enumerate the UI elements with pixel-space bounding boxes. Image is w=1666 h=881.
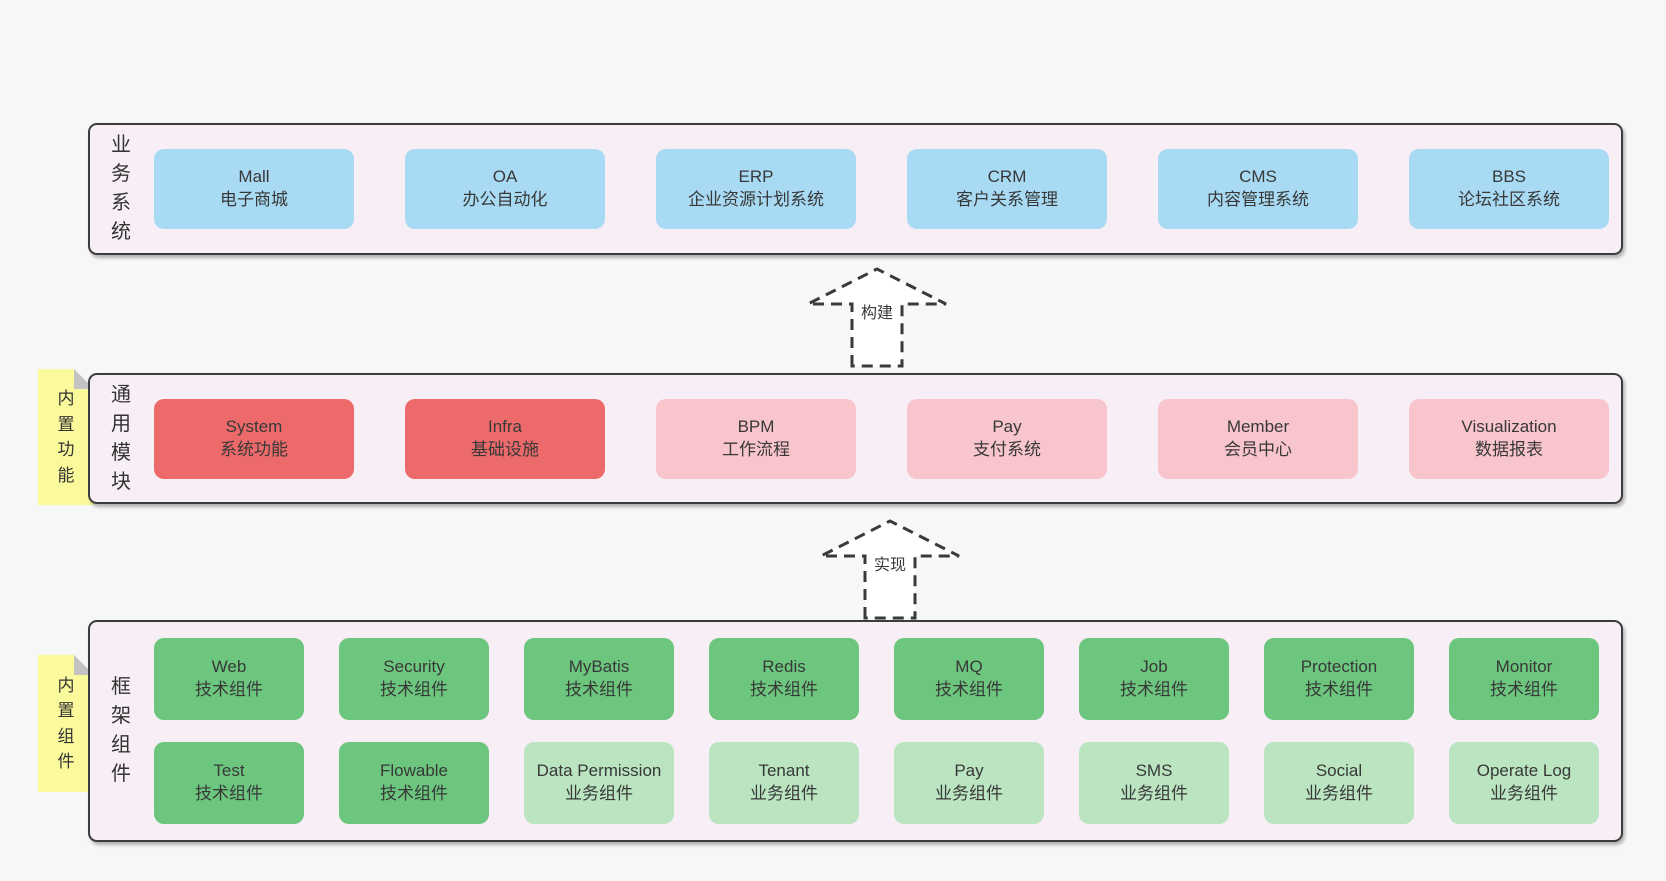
- box-title: Flowable: [379, 761, 449, 781]
- box-title: OA: [492, 167, 518, 187]
- box-infra: Infra 基础设施: [405, 398, 605, 479]
- box-subtitle: 技术组件: [750, 680, 818, 699]
- box-subtitle: 论坛社区系统: [1458, 190, 1560, 209]
- box-subtitle: 技术组件: [380, 680, 448, 699]
- box-sms: SMS 业务组件: [1079, 742, 1229, 824]
- box-subtitle: 内容管理系统: [1207, 190, 1309, 209]
- box-subtitle: 业务组件: [1490, 784, 1558, 803]
- box-pay: Pay 支付系统: [907, 398, 1107, 479]
- box-system: System 系统功能: [154, 398, 354, 479]
- box-mall: Mall 电子商城: [154, 149, 354, 229]
- band-business-systems: 业务系统 Mall 电子商城 OA 办公自动化 ERP 企业资源计划系统 CRM: [88, 123, 1623, 255]
- box-title: Visualization: [1461, 416, 1557, 436]
- box-title: ERP: [738, 167, 774, 187]
- box-subtitle: 基础设施: [471, 439, 539, 459]
- band-framework-components: 框架组件 Web 技术组件 Security 技术组件 MyBatis 技术组件…: [88, 620, 1623, 842]
- band-label-framework-components: 框架组件: [111, 676, 131, 785]
- sticky-note-built-in-components: 内置组件: [38, 655, 94, 792]
- box-subtitle: 企业资源计划系统: [688, 190, 824, 209]
- box-subtitle: 技术组件: [1120, 680, 1188, 699]
- sticky-label: 内置功能: [57, 389, 75, 485]
- box-title: Pay: [954, 761, 984, 781]
- box-title: Data Permission: [536, 761, 662, 781]
- box-title: Infra: [487, 416, 523, 436]
- box-title: MQ: [955, 657, 983, 677]
- box-member: Member 会员中心: [1158, 398, 1358, 479]
- box-bbs: BBS 论坛社区系统: [1409, 149, 1609, 229]
- box-title: Protection: [1300, 657, 1378, 677]
- box-visualization: Visualization 数据报表: [1409, 398, 1609, 479]
- box-title: SMS: [1135, 761, 1173, 781]
- band-label-business-systems: 业务系统: [111, 134, 131, 243]
- box-test: Test 技术组件: [154, 742, 304, 824]
- box-bpm: BPM 工作流程: [656, 398, 856, 479]
- box-subtitle: 客户关系管理: [956, 190, 1058, 209]
- band-label-common-modules: 通用模块: [111, 383, 131, 493]
- box-redis: Redis 技术组件: [709, 638, 859, 720]
- box-title: BPM: [737, 416, 775, 436]
- box-subtitle: 技术组件: [380, 784, 448, 803]
- box-subtitle: 办公自动化: [462, 190, 548, 209]
- box-subtitle: 系统功能: [220, 439, 288, 459]
- arrow-implement: 实现: [815, 518, 965, 620]
- sticky-label: 内置组件: [57, 675, 75, 771]
- box-title: CRM: [987, 167, 1027, 187]
- box-security: Security 技术组件: [339, 638, 489, 720]
- box-operate-log: Operate Log 业务组件: [1449, 742, 1599, 824]
- box-title: MyBatis: [568, 657, 630, 677]
- box-subtitle: 技术组件: [1490, 680, 1558, 699]
- box-subtitle: 业务组件: [750, 784, 818, 803]
- box-title: Member: [1226, 416, 1290, 436]
- box-title: Job: [1140, 657, 1168, 677]
- box-title: Operate Log: [1476, 761, 1572, 781]
- box-subtitle: 技术组件: [565, 680, 633, 699]
- box-title: Social: [1315, 761, 1363, 781]
- box-crm: CRM 客户关系管理: [907, 149, 1107, 229]
- box-title: System: [225, 416, 283, 436]
- box-pay-component: Pay 业务组件: [894, 742, 1044, 824]
- box-title: Test: [213, 761, 245, 781]
- box-title: Redis: [762, 657, 806, 677]
- box-title: Pay: [992, 416, 1022, 436]
- box-subtitle: 技术组件: [195, 680, 263, 699]
- box-tenant: Tenant 业务组件: [709, 742, 859, 824]
- box-web: Web 技术组件: [154, 638, 304, 720]
- arrow-build: 构建: [802, 266, 952, 368]
- box-subtitle: 数据报表: [1475, 439, 1543, 459]
- box-title: Tenant: [758, 761, 810, 781]
- box-subtitle: 技术组件: [1305, 680, 1373, 699]
- box-title: Monitor: [1495, 657, 1553, 677]
- arrow-label: 构建: [856, 298, 898, 324]
- box-subtitle: 业务组件: [1305, 784, 1373, 803]
- box-social: Social 业务组件: [1264, 742, 1414, 824]
- box-subtitle: 工作流程: [722, 439, 790, 459]
- box-flowable: Flowable 技术组件: [339, 742, 489, 824]
- box-subtitle: 技术组件: [935, 680, 1003, 699]
- arrow-label: 实现: [869, 550, 911, 576]
- box-oa: OA 办公自动化: [405, 149, 605, 229]
- box-title: Mall: [238, 167, 270, 187]
- box-cms: CMS 内容管理系统: [1158, 149, 1358, 229]
- box-title: CMS: [1239, 167, 1277, 187]
- box-protection: Protection 技术组件: [1264, 638, 1414, 720]
- box-subtitle: 电子商城: [220, 190, 288, 209]
- box-mybatis: MyBatis 技术组件: [524, 638, 674, 720]
- box-subtitle: 业务组件: [565, 784, 633, 803]
- box-subtitle: 支付系统: [973, 439, 1041, 459]
- box-data-permission: Data Permission 业务组件: [524, 742, 674, 824]
- box-title: BBS: [1491, 167, 1527, 187]
- box-subtitle: 技术组件: [195, 784, 263, 803]
- box-title: Security: [383, 657, 445, 677]
- box-subtitle: 业务组件: [935, 784, 1003, 803]
- box-mq: MQ 技术组件: [894, 638, 1044, 720]
- box-subtitle: 业务组件: [1120, 784, 1188, 803]
- box-title: Web: [211, 657, 247, 677]
- box-monitor: Monitor 技术组件: [1449, 638, 1599, 720]
- band-common-modules: 通用模块 System 系统功能 Infra 基础设施 BPM 工作流程 Pay: [88, 373, 1623, 504]
- sticky-note-built-in-features: 内置功能: [38, 369, 94, 505]
- box-erp: ERP 企业资源计划系统: [656, 149, 856, 229]
- box-subtitle: 会员中心: [1224, 439, 1292, 459]
- box-job: Job 技术组件: [1079, 638, 1229, 720]
